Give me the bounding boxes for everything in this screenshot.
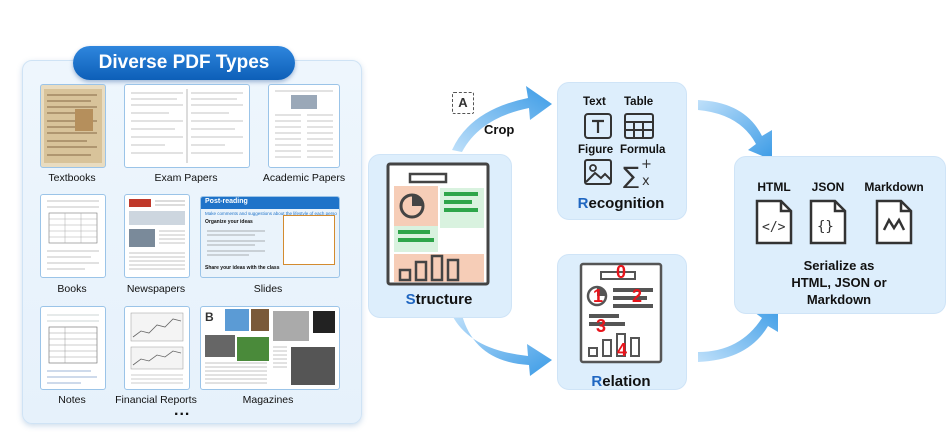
relation-order-3: 3 (596, 316, 607, 336)
caption-financial-reports: Financial Reports (115, 394, 197, 406)
caption-textbooks: Textbooks (48, 172, 96, 184)
caption-books: Books (57, 283, 87, 295)
svg-text:{}: {} (817, 219, 834, 235)
crop-label: Crop (484, 122, 515, 137)
notes-thumbnail (40, 306, 106, 390)
markdown-file-icon (875, 199, 913, 245)
slide-bullet-2: Share your ideas with the class (205, 265, 280, 271)
serialize-line-1: Serialize as (803, 258, 875, 273)
caption-notes: Notes (58, 394, 86, 406)
serialize-line-3: Markdown (806, 292, 872, 307)
arrow-structure-to-recognition (452, 86, 552, 152)
arrow-structure-to-relation (452, 315, 552, 376)
formula-icon: ∑ + x (623, 157, 652, 188)
structure-label: Structure (405, 291, 473, 308)
relation-order-4: 4 (617, 340, 628, 360)
svg-text:B: B (205, 310, 214, 324)
recognition-box (557, 82, 687, 220)
caption-academic-papers: Academic Papers (262, 172, 346, 184)
recognition-label: Recognition (577, 195, 665, 212)
relation-order-0: 0 (616, 262, 627, 282)
arrow-recognition-to-serialize (698, 100, 772, 160)
recognition-figure-label: Figure (578, 144, 614, 156)
relation-order-1: 1 (593, 286, 604, 306)
crop-icon: A (452, 92, 474, 114)
svg-text:∑: ∑ (623, 162, 639, 188)
slide-bullet-1: Organize your ideas (205, 219, 253, 225)
exam-papers-thumbnail (124, 84, 250, 168)
format-markdown-label: Markdown (864, 180, 924, 194)
table-icon (624, 113, 654, 139)
recognition-text-label: Text (583, 96, 606, 108)
relation-order-2: 2 (632, 286, 643, 306)
format-json-label: JSON (811, 180, 845, 194)
more-types-ellipsis: ... (174, 402, 191, 419)
pdf-types-title: Diverse PDF Types (73, 46, 295, 80)
recognition-table-label: Table (624, 96, 654, 108)
books-thumbnail (40, 194, 106, 278)
svg-text:</>: </> (762, 220, 786, 235)
academic-papers-thumbnail (268, 84, 340, 168)
format-html-label: HTML (757, 180, 791, 194)
caption-exam-papers: Exam Papers (154, 172, 218, 184)
slide-subtitle: Make comments and suggestions about the … (205, 211, 337, 216)
relation-label: Relation (591, 373, 651, 390)
figure-icon (584, 159, 612, 185)
json-file-icon: {} (809, 199, 847, 245)
caption-newspapers: Newspapers (126, 283, 186, 295)
slides-thumbnail: Post-reading Make comments and suggestio… (200, 196, 340, 278)
relation-document-icon (579, 262, 663, 364)
structure-document-icon (386, 162, 490, 286)
serialize-line-2: HTML, JSON or (791, 275, 887, 290)
svg-text:x: x (642, 174, 650, 188)
caption-magazines: Magazines (242, 394, 294, 406)
textbook-thumbnail (40, 84, 106, 168)
newspapers-thumbnail (124, 194, 190, 278)
svg-text:+: + (641, 157, 652, 172)
slide-title: Post-reading (205, 198, 248, 205)
caption-slides: Slides (253, 283, 283, 295)
text-icon (584, 113, 612, 139)
recognition-formula-label: Formula (620, 144, 666, 156)
magazines-thumbnail: B (200, 306, 340, 390)
financial-reports-thumbnail (124, 306, 190, 390)
html-file-icon: </> (755, 199, 793, 245)
